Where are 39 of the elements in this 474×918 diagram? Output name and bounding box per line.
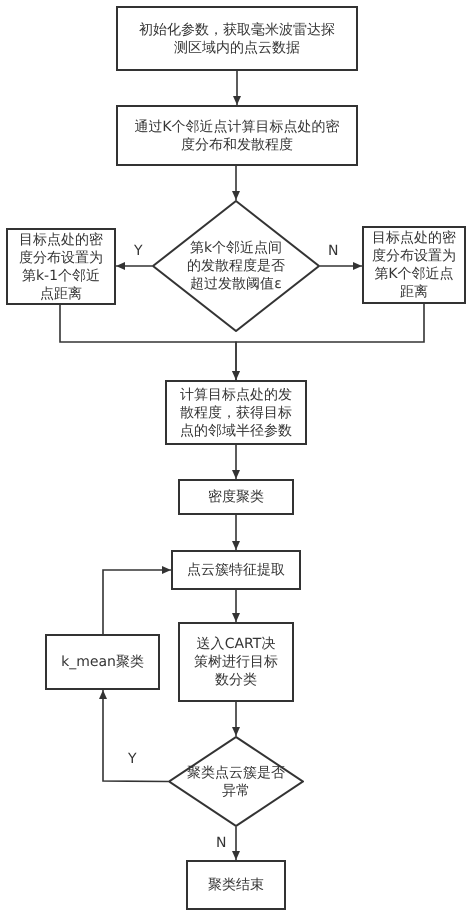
arrow xyxy=(232,304,425,380)
process-box xyxy=(186,860,286,910)
decision-diamond xyxy=(168,736,304,827)
edge-label: Y xyxy=(134,244,143,258)
step-text: 送入CART决策树进行目标数分类 xyxy=(193,635,279,689)
process-box xyxy=(45,634,160,690)
process-box xyxy=(116,105,358,166)
edge-label: N xyxy=(328,244,338,258)
step-text: 目标点处的密度分布设置为第K个邻近点距离 xyxy=(371,229,457,301)
process-box xyxy=(178,479,294,515)
step-text: 计算目标点处的发散程度，获得目标点的邻域半径参数 xyxy=(179,386,293,440)
arrow xyxy=(116,262,152,270)
process-box xyxy=(116,6,358,71)
process-box xyxy=(362,226,466,304)
arrow xyxy=(233,71,241,105)
process-box xyxy=(171,550,301,590)
step-text: 通过K个邻近点计算目标点处的密度分布和发散程度 xyxy=(134,118,340,154)
step-text: 目标点处的密度分布设置为第k-1个邻近点距离 xyxy=(18,230,104,302)
decision-text: 第k个邻近点间的发散程度是否超过发散阈值ε xyxy=(186,239,286,293)
arrow xyxy=(232,702,240,736)
arrow xyxy=(99,690,168,782)
step-text: 密度聚类 xyxy=(208,488,264,506)
process-box xyxy=(165,380,307,445)
edge-label: N xyxy=(216,836,226,850)
step-text: 初始化参数，获取毫米波雷达探测区域内的点云数据 xyxy=(138,20,336,56)
step-text: k_mean聚类 xyxy=(61,653,144,671)
step-text: 聚类结束 xyxy=(208,876,264,894)
step-text: 点云簇特征提取 xyxy=(187,561,285,579)
arrow xyxy=(232,515,240,550)
arrow xyxy=(232,590,240,622)
arrow xyxy=(232,166,240,200)
process-box xyxy=(6,228,116,305)
arrow xyxy=(232,445,240,479)
decision-diamond xyxy=(152,200,320,332)
process-box xyxy=(178,622,294,702)
arrow xyxy=(232,827,240,860)
edge-label: Y xyxy=(128,752,137,766)
arrow xyxy=(102,566,171,634)
arrow xyxy=(320,262,362,270)
